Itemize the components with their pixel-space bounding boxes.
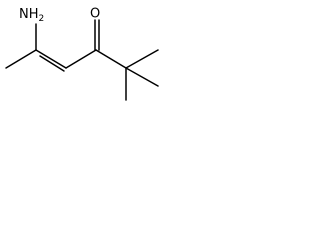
bond-c4-c5 bbox=[95, 49, 127, 69]
amine-label: NH2 bbox=[19, 7, 44, 24]
bond-c3-c4 bbox=[65, 49, 97, 69]
bond-c2-c3-double bbox=[39, 55, 65, 72]
bond-group bbox=[5, 19, 159, 101]
structural-formula: NH2 O bbox=[5, 7, 159, 101]
structure-canvas: NH2 O bbox=[0, 0, 180, 112]
bond-tbutyl-lower-right bbox=[125, 67, 159, 87]
bond-tbutyl-upper-right bbox=[125, 49, 159, 69]
bond-methyl-c2 bbox=[5, 49, 37, 69]
ketone-oxygen-label: O bbox=[90, 7, 100, 22]
bond-c2-c3 bbox=[35, 49, 67, 69]
